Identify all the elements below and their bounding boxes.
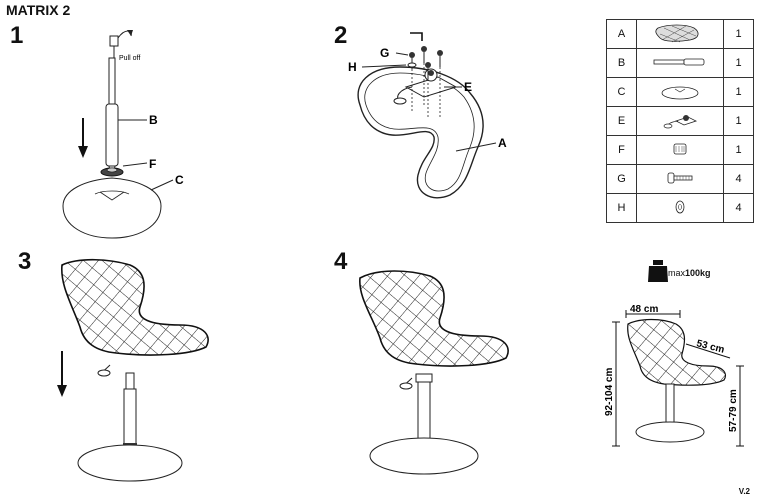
label-g: G bbox=[380, 46, 389, 60]
part-id: A bbox=[606, 19, 637, 49]
part-id: G bbox=[606, 164, 637, 194]
step-number-2: 2 bbox=[334, 22, 348, 49]
label-c: C bbox=[175, 173, 184, 187]
gas-lift-icon bbox=[415, 373, 433, 442]
chair-seat-icon bbox=[359, 270, 509, 367]
gas-lift-icon bbox=[123, 372, 137, 447]
bolt-icon bbox=[636, 164, 724, 194]
label-e: E bbox=[464, 80, 472, 94]
label-h: H bbox=[348, 60, 357, 74]
weight-icon bbox=[648, 260, 668, 282]
dim-width: 48 cm bbox=[630, 304, 658, 315]
lever-icon bbox=[399, 377, 413, 390]
label-a: A bbox=[498, 136, 507, 150]
ring-icon bbox=[636, 135, 724, 165]
step4-illustration bbox=[359, 270, 509, 475]
step3-illustration bbox=[57, 258, 209, 482]
step2-illustration: G H E A bbox=[348, 32, 507, 199]
dimensions-illustration: 48 cm 53 cm 92-104 cm 57-79 cm bbox=[604, 304, 744, 447]
label-b: B bbox=[149, 113, 158, 127]
part-qty: 1 bbox=[723, 77, 754, 107]
mechanism-plate-icon bbox=[636, 106, 724, 136]
part-id: E bbox=[606, 106, 637, 136]
base-icon bbox=[636, 77, 724, 107]
part-id: F bbox=[606, 135, 637, 165]
load-capacity: max100kg bbox=[668, 268, 711, 278]
dim-height-seat: 57-79 cm bbox=[728, 389, 739, 432]
version-label: V.2 bbox=[738, 487, 750, 496]
part-id: B bbox=[606, 48, 637, 78]
lever-icon bbox=[97, 364, 111, 377]
part-id: H bbox=[606, 193, 637, 223]
part-qty: 1 bbox=[723, 48, 754, 78]
chair-seat-icon bbox=[627, 318, 727, 386]
part-qty: 4 bbox=[723, 193, 754, 223]
part-id: C bbox=[606, 77, 637, 107]
base-icon bbox=[369, 437, 479, 475]
dim-height-total: 92-104 cm bbox=[604, 368, 615, 416]
step1-illustration: Pull off B F C bbox=[62, 30, 184, 239]
page-title: MATRIX 2 bbox=[6, 2, 71, 18]
arrow-down-icon bbox=[78, 118, 88, 158]
bolt-icon bbox=[409, 32, 443, 79]
step-number-3: 3 bbox=[18, 248, 32, 275]
gas-lift-icon bbox=[105, 57, 119, 173]
base-icon bbox=[77, 444, 183, 482]
label-f: F bbox=[149, 157, 156, 171]
base-icon bbox=[635, 421, 705, 443]
step-number-1: 1 bbox=[10, 22, 24, 49]
ring-icon bbox=[100, 167, 124, 177]
arrow-down-icon bbox=[57, 351, 67, 397]
pull-off-text: Pull off bbox=[119, 55, 140, 62]
seat-icon bbox=[357, 66, 484, 199]
washer-icon bbox=[636, 193, 724, 223]
base-icon bbox=[62, 177, 162, 239]
mechanism-plate-icon bbox=[393, 68, 458, 105]
part-qty: 1 bbox=[723, 19, 754, 49]
part-qty: 4 bbox=[723, 164, 754, 194]
seat-icon bbox=[636, 19, 724, 49]
dim-depth: 53 cm bbox=[695, 338, 725, 356]
washer-icon bbox=[407, 62, 417, 68]
part-qty: 1 bbox=[723, 106, 754, 136]
load-prefix: max bbox=[668, 268, 686, 278]
part-qty: 1 bbox=[723, 135, 754, 165]
step-number-4: 4 bbox=[334, 248, 348, 275]
gas-lift-icon bbox=[636, 48, 724, 78]
gas-lift-icon bbox=[665, 383, 675, 425]
chair-seat-icon bbox=[61, 258, 209, 356]
load-value: 100kg bbox=[685, 268, 711, 278]
